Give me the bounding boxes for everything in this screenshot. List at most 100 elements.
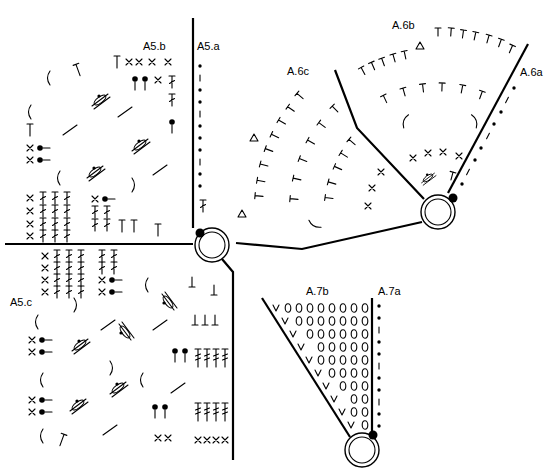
single-crochet	[99, 277, 105, 283]
arc-chain	[471, 114, 478, 128]
slip-stitch	[198, 100, 201, 103]
single-crochet	[204, 437, 210, 443]
half-treble	[439, 83, 445, 91]
half-treble	[459, 30, 466, 39]
increase-v	[331, 396, 337, 402]
section-line	[262, 298, 350, 437]
half-treble	[458, 85, 465, 94]
slip-stitch	[377, 304, 380, 307]
picot	[416, 42, 424, 49]
popcorn	[152, 404, 158, 418]
chain-loop	[340, 317, 346, 325]
picot	[250, 134, 258, 141]
double-crochet	[99, 250, 105, 262]
chain-line	[63, 125, 77, 135]
increase-v	[348, 422, 354, 428]
double-crochet	[111, 250, 117, 262]
single-crochet	[27, 195, 33, 201]
arc-chain	[74, 298, 77, 312]
double-crochet	[64, 218, 70, 230]
chain-loop	[351, 343, 357, 351]
chain-loop	[340, 330, 346, 338]
slip-stitch	[198, 124, 201, 127]
half-treble	[277, 117, 287, 126]
single-crochet	[136, 59, 142, 65]
chain-loop	[318, 317, 324, 325]
slip-stitch	[473, 158, 476, 161]
half-treble	[379, 57, 387, 67]
chain-loop	[318, 330, 324, 338]
slip-stitch	[492, 122, 495, 125]
increase-v	[282, 318, 288, 324]
chain	[379, 399, 380, 405]
half-treble	[325, 194, 334, 201]
chain-line	[153, 320, 167, 330]
arc-chain	[29, 105, 32, 119]
slip-stitch	[512, 86, 515, 89]
single-crochet	[42, 289, 48, 295]
chain-line	[171, 383, 185, 393]
single-crochet	[29, 409, 35, 415]
arc-chain	[41, 429, 44, 443]
half-treble	[330, 104, 340, 114]
chain-loop	[329, 317, 335, 325]
chain-loop	[362, 317, 368, 325]
half-treble	[290, 196, 298, 203]
half-treble	[202, 315, 208, 325]
single-crochet	[42, 253, 48, 259]
arc-chain	[401, 114, 408, 128]
chain-loop	[362, 382, 368, 390]
double-crochet	[54, 274, 60, 286]
treble	[195, 349, 201, 367]
single-crochet	[126, 59, 132, 65]
single-crochet	[410, 155, 416, 161]
chain-line	[103, 425, 117, 435]
increase-v	[298, 344, 304, 350]
popcorn	[37, 145, 50, 151]
single-crochet	[195, 437, 201, 443]
arc-chain	[58, 171, 61, 185]
chain-loop	[307, 304, 313, 312]
popcorn	[39, 397, 52, 403]
magic-ring	[349, 437, 375, 463]
chain-loop	[362, 408, 368, 416]
popcorn	[39, 349, 52, 355]
half-treble	[286, 104, 296, 114]
half-treble	[400, 87, 408, 96]
double-crochet	[40, 230, 46, 242]
cluster	[118, 322, 134, 340]
double-crochet	[54, 262, 60, 274]
half-treble	[496, 38, 504, 48]
chart-label: A.6c	[287, 65, 309, 78]
arc-chain	[146, 278, 149, 292]
double-crochet	[78, 286, 84, 298]
treble	[213, 403, 219, 421]
chart-label: A.6b	[392, 19, 415, 32]
chain-loop	[362, 356, 368, 364]
half-treble	[264, 146, 274, 154]
cluster	[70, 398, 88, 414]
single-crochet	[29, 397, 35, 403]
chart-label: A5.a	[197, 40, 220, 53]
double-crochet	[52, 205, 58, 217]
treble	[222, 349, 228, 367]
single-crochet	[29, 349, 35, 355]
chain-line	[153, 165, 167, 175]
treble	[204, 349, 210, 367]
half-treble	[448, 28, 455, 36]
half-treble	[484, 34, 492, 43]
cluster	[161, 292, 177, 310]
double-crochet	[66, 274, 72, 286]
chain-loop	[340, 304, 346, 312]
chain-loop	[362, 395, 368, 403]
double-crochet	[200, 200, 206, 212]
single-crochet	[425, 150, 431, 156]
cluster	[132, 138, 150, 154]
cluster	[92, 93, 110, 109]
arc-chain	[41, 373, 44, 387]
popcorn	[39, 337, 52, 343]
slip-stitch	[377, 376, 380, 379]
chain-loop	[296, 317, 302, 325]
half-treble	[255, 193, 263, 200]
chain-loop	[351, 330, 357, 338]
